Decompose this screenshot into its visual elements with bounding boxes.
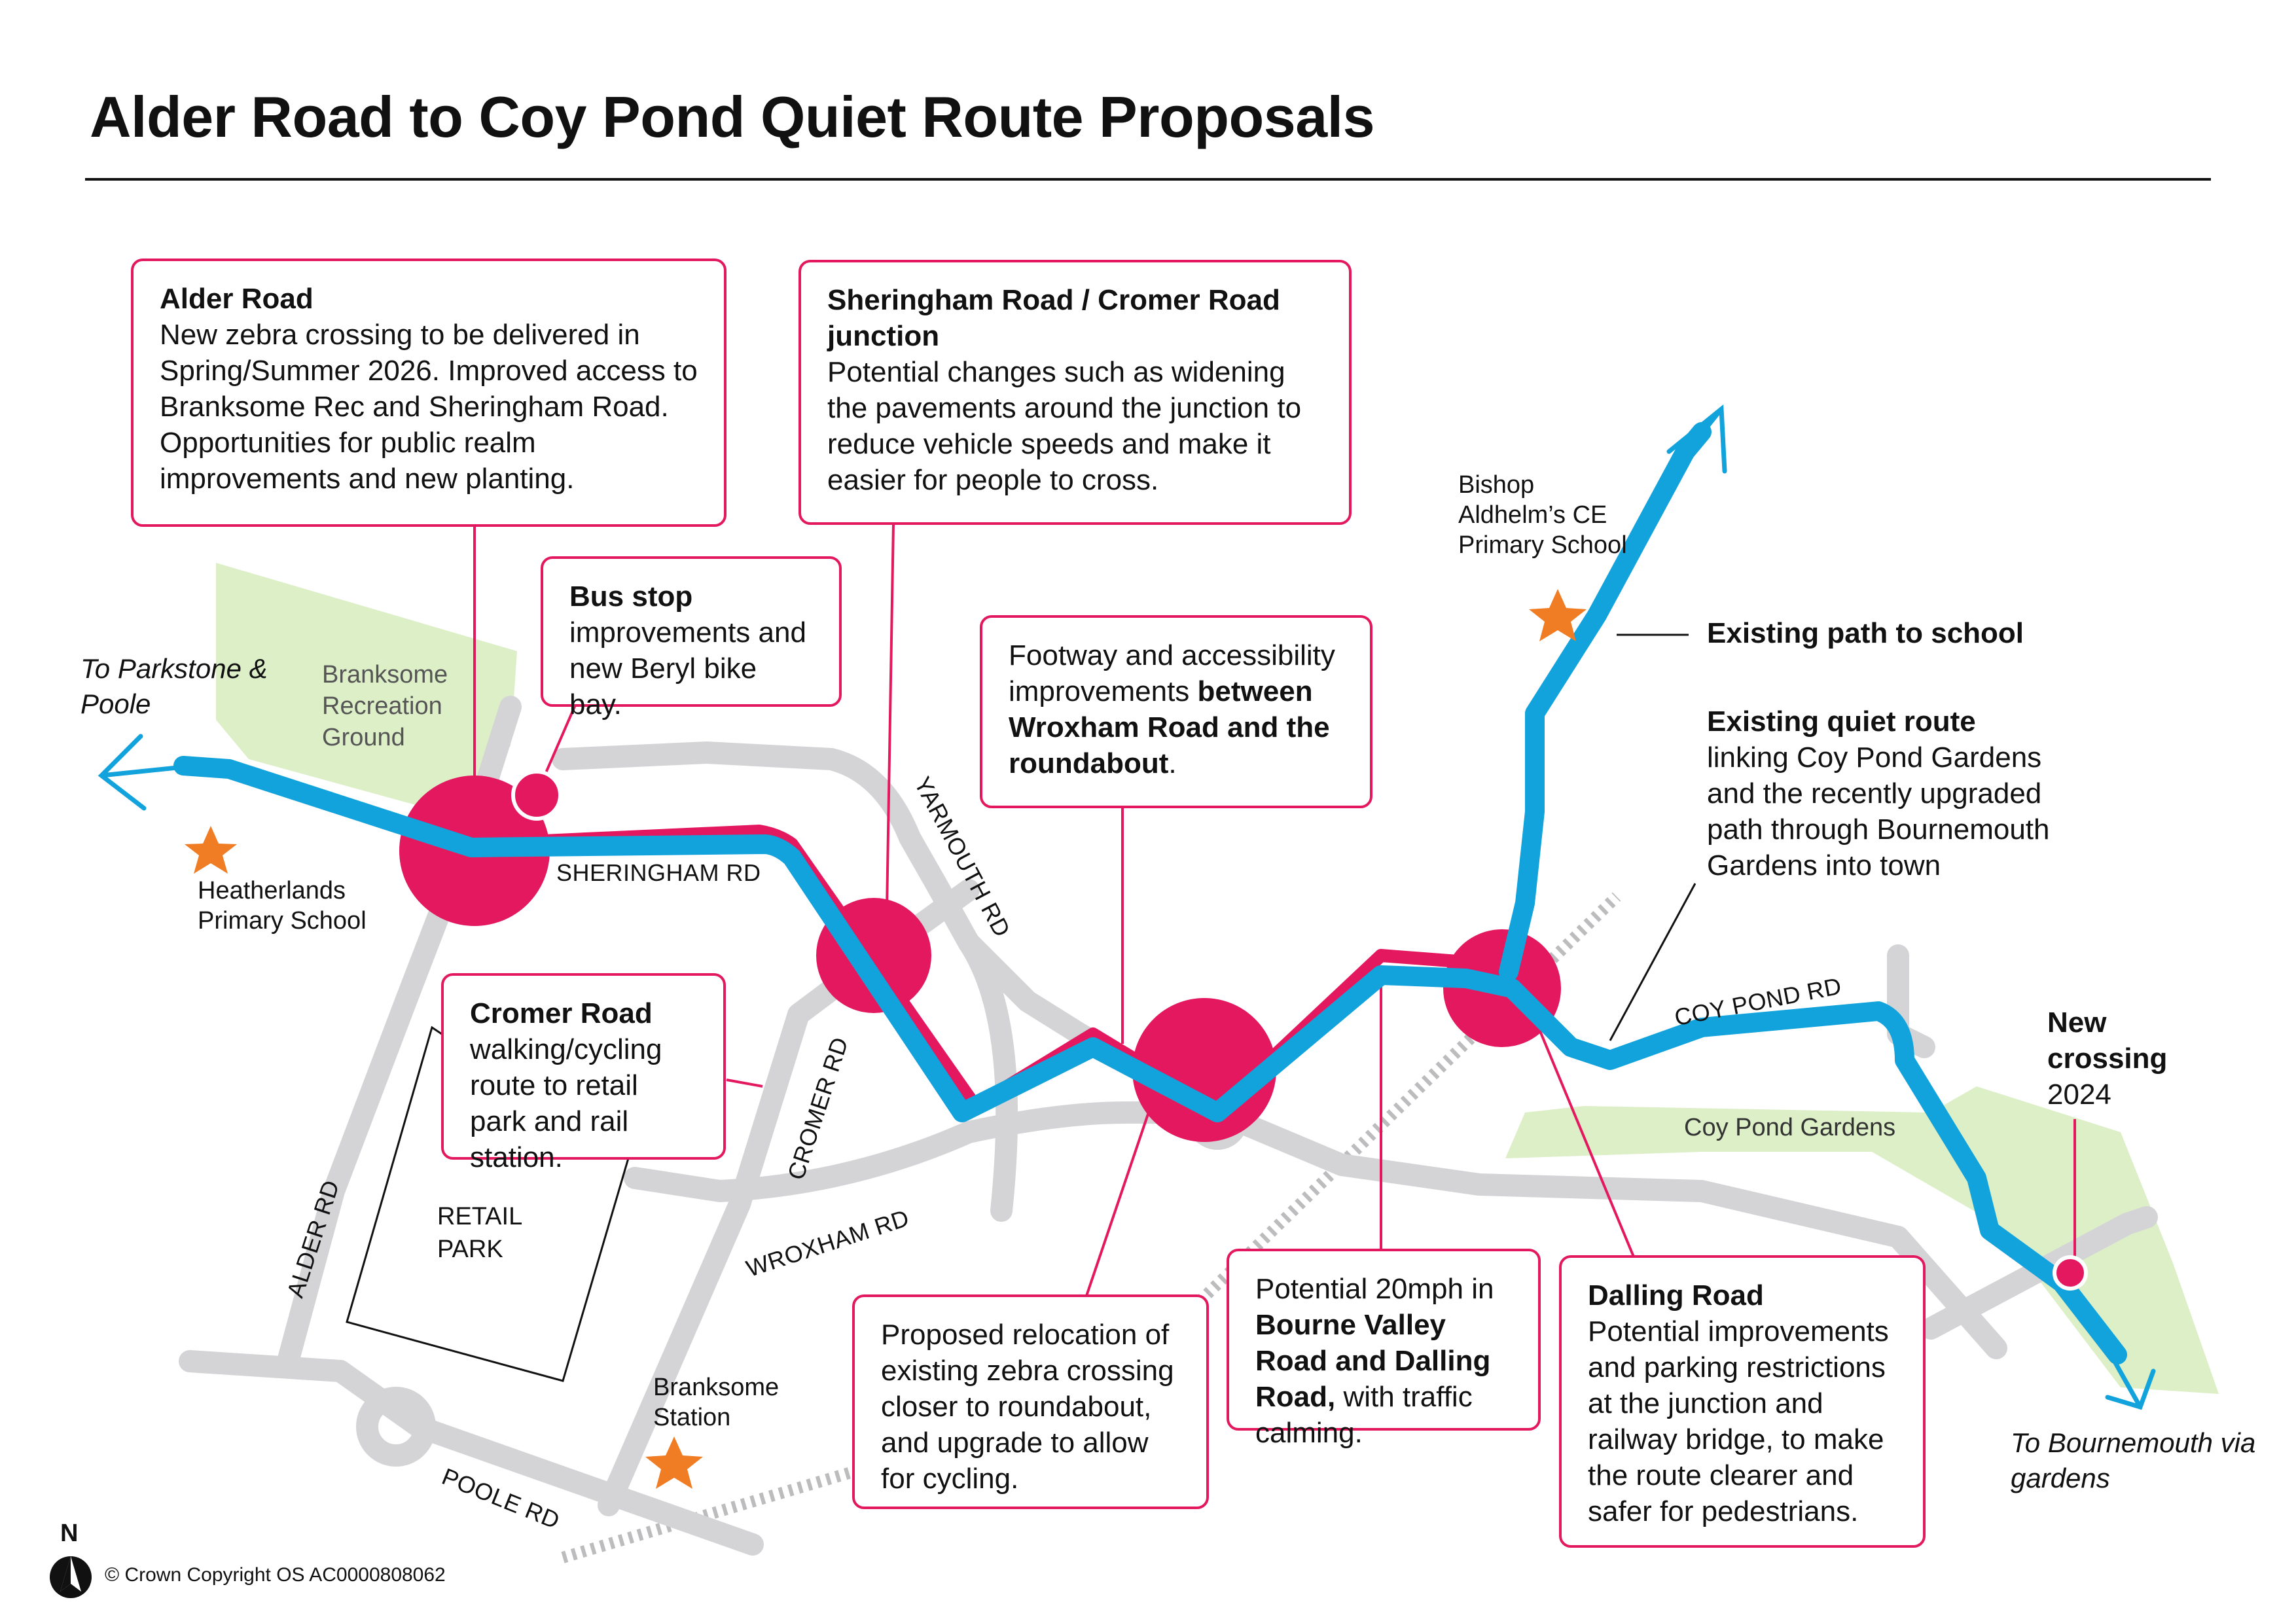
callout-20mph: Potential 20mph in Bourne Valley Road an… — [1227, 1249, 1541, 1449]
callout-emphasis: Bourne Valley Road and Dalling Road, — [1255, 1309, 1491, 1413]
callout-zebra-relocation: Proposed relocation of existing zebra cr… — [852, 1294, 1209, 1509]
note-year: 2024 — [2047, 1079, 2111, 1111]
north-arrow-icon — [50, 1556, 92, 1598]
star-icon — [185, 826, 237, 874]
callout-body: Proposed relocation of existing zebra cr… — [881, 1319, 1174, 1495]
callout-heading: Alder Road — [160, 283, 314, 315]
note-quiet-route: Existing quiet route linking Coy Pond Ga… — [1707, 704, 2087, 883]
place-heatherlands: Heatherlands Primary School — [198, 877, 367, 935]
bus-stop-marker — [511, 770, 562, 821]
road-label-sheringham: SHERINGHAM RD — [556, 859, 761, 886]
arrow-left-icon — [98, 734, 199, 811]
callout-sheringham-junction: Sheringham Road / Cromer Road junction P… — [798, 260, 1352, 525]
side-note-lines — [1609, 633, 1696, 1041]
north-label: N — [60, 1520, 79, 1547]
quiet-route-blue — [173, 422, 2127, 1364]
callout-cromer-road: Cromer Road walking/cycling route to ret… — [441, 973, 726, 1173]
note-existing-path-text: Existing path to school — [1707, 617, 2024, 649]
callout-footway: Footway and accessibility improvements b… — [980, 615, 1372, 808]
callout-bus-stop: Bus stop improvements and new Beryl bike… — [541, 556, 842, 721]
copyright-notice: © Crown Copyright OS AC0000808062 — [105, 1564, 446, 1586]
callout-heading: Cromer Road — [470, 997, 653, 1029]
callout-body: Footway and accessibility improvements — [1009, 639, 1335, 707]
callout-body-end: with traffic calming. — [1255, 1381, 1473, 1449]
callout-heading: Dalling Road — [1588, 1279, 1764, 1311]
note-heading: Existing quiet route — [1707, 705, 1976, 738]
callout-alder-road: Alder Road New zebra crossing to be deli… — [131, 259, 726, 527]
callout-body: walking/cycling route to retail park and… — [470, 1033, 662, 1173]
star-icon — [645, 1436, 703, 1489]
note-heading: New crossing — [2047, 1007, 2168, 1075]
callout-body: Potential improvements and parking restr… — [1588, 1315, 1889, 1527]
star-icon — [1529, 589, 1587, 641]
callout-emphasis: between Wroxham Road and the roundabout — [1009, 675, 1330, 779]
poole-road-roundabout — [356, 1387, 436, 1467]
arrow-up-icon — [1666, 404, 1727, 474]
place-retail-park: RETAIL PARK — [437, 1203, 522, 1263]
note-body: linking Coy Pond Gardens and the recentl… — [1707, 741, 2050, 882]
route-arrows — [98, 404, 2156, 1410]
coy-pond-gardens-green — [1505, 1086, 2219, 1394]
yarmouth-lower-loop — [958, 931, 1018, 1222]
note-new-crossing: New crossing 2024 — [2047, 1005, 2178, 1113]
note-existing-path: Existing path to school — [1707, 615, 2024, 651]
page-title: Alder Road to Coy Pond Quiet Route Propo… — [90, 84, 1375, 149]
title-rule — [85, 178, 2211, 181]
place-branksome-station: Branksome Station — [653, 1374, 780, 1431]
place-coy-pond-gardens: Coy Pond Gardens — [1684, 1114, 1896, 1141]
branksome-rec-green — [216, 563, 517, 815]
callout-heading: Sheringham Road / Cromer Road junction — [827, 284, 1280, 352]
callout-body: Potential changes such as widening the p… — [827, 356, 1302, 496]
wroxham-road-line — [624, 1101, 1229, 1202]
callout-heading: Bus stop — [569, 580, 693, 613]
callout-dalling-road: Dalling Road Potential improvements and … — [1559, 1255, 1926, 1548]
sheringham-road-top — [552, 741, 947, 895]
callout-body-end: . — [1168, 747, 1177, 779]
callout-body: Potential 20mph in — [1255, 1273, 1494, 1305]
arrow-down-icon — [2105, 1352, 2156, 1410]
place-bishop-aldhelms: Bishop Aldhelm’s CE Primary School — [1458, 471, 1627, 559]
place-branksome-rec: Branksome Recreation Ground — [322, 661, 448, 751]
place-to-parkstone: To Parkstone & Poole — [81, 653, 268, 719]
leader-lines — [473, 523, 2076, 1296]
callout-body: improvements and new Beryl bike bay. — [569, 616, 806, 721]
place-to-bournemouth: To Bournemouth via gardens — [2011, 1427, 2256, 1493]
new-crossing-marker — [2053, 1255, 2088, 1291]
railway-line — [561, 892, 1621, 1563]
school-markers — [185, 589, 1587, 1489]
callout-body: New zebra crossing to be delivered in Sp… — [160, 319, 698, 495]
coy-pond-road-east — [1920, 1206, 2158, 1340]
